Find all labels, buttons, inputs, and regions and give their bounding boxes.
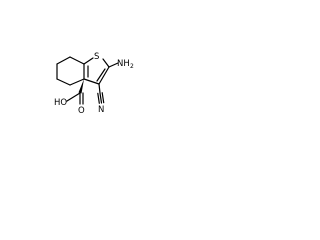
cyano-nitrogen-label: N: [98, 105, 104, 115]
thiophene-ring: [83, 57, 110, 85]
bond-c4-c5: [69, 78, 85, 86]
structure-diagram: S NH 2 N HO O: [54, 52, 134, 116]
nitrile-group: [97, 83, 105, 104]
stereo-wedge-bond: [78, 79, 84, 94]
bond-c2-c3: [98, 66, 110, 85]
amino-label: NH: [117, 59, 130, 69]
amino-subscript: 2: [130, 63, 134, 70]
carbonyl-oxygen-label: O: [78, 106, 85, 116]
bond-c8a-s: [83, 57, 94, 65]
bond-c2-n-amino: [108, 62, 119, 68]
bond-c5-c6: [56, 78, 71, 86]
bond-c-oh: [66, 92, 81, 102]
bond-c3-cn: [98, 83, 101, 94]
cyclohexane-ring: [56, 56, 85, 86]
hydroxyl-label: HO: [54, 98, 67, 108]
bond-s-c2: [102, 58, 110, 68]
bond-cn-triple-1: [99, 92, 103, 104]
bond-cn-triple-3: [101, 92, 105, 104]
sulfur-label: S: [94, 52, 99, 62]
bond-cn-triple-2: [97, 92, 100, 104]
carboxylic-acid-group: [66, 79, 84, 105]
bond-c7-c8: [56, 56, 71, 65]
bond-c8-c8a: [69, 56, 85, 65]
bond-c3-c3a: [83, 78, 100, 85]
bond-c2-c3-inner: [96, 68, 106, 82]
